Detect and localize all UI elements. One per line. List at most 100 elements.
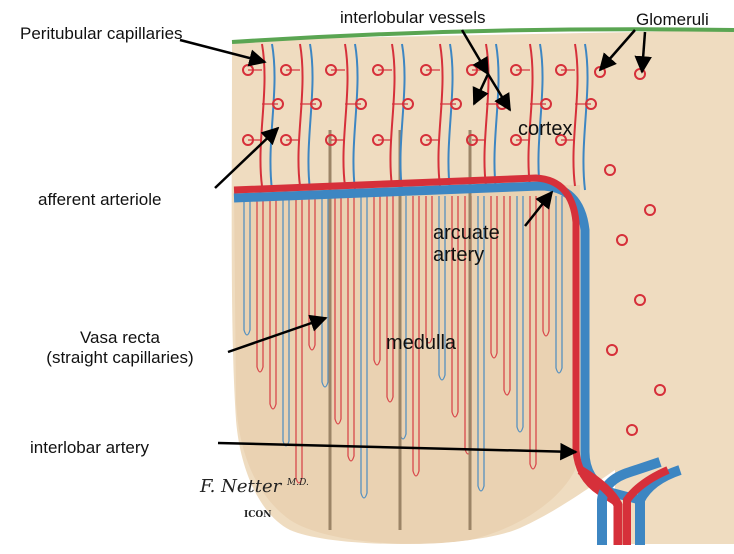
glomerulus (540, 98, 552, 110)
glomerulus (310, 98, 322, 110)
interlobular-artery (437, 43, 444, 187)
vasa-recta-loop (451, 196, 459, 418)
vasa-recta-loop (438, 196, 446, 381)
signature-name: F. Netter (200, 476, 282, 497)
vasa-recta-loop (308, 196, 316, 351)
label-glomeruli: Glomeruli (636, 10, 709, 29)
label-vasa-line2: (straight capillaries) (46, 348, 194, 367)
interlobular-vein (352, 43, 359, 191)
glomerulus (616, 234, 628, 246)
glomerulus (325, 64, 337, 76)
interlobular-vein (307, 43, 314, 191)
interlobular-artery (389, 43, 396, 187)
glomerulus (450, 98, 462, 110)
artist-signature: F. Netter M.D. (200, 476, 309, 497)
vasa-recta-loop (386, 196, 394, 403)
arrow-arcuate (524, 190, 554, 227)
vasa-recta-loop (490, 196, 498, 359)
interlobular-vein (269, 43, 276, 191)
glomerulus (280, 134, 292, 146)
label-afferent-arteriole: afferent arteriole (38, 190, 162, 209)
glomerulus (510, 64, 522, 76)
arrow-interlobar (217, 441, 578, 461)
interlobular-artery (297, 43, 304, 187)
glomerulus (372, 64, 384, 76)
interlobular-vein (447, 43, 454, 191)
arrow-peritubular (179, 38, 267, 67)
vasa-recta-loop (555, 196, 563, 374)
interlobular-artery (342, 43, 349, 187)
vasa-recta-loop (334, 196, 342, 425)
vasa-recta-loop (412, 196, 420, 477)
pointer-arrows (179, 29, 652, 461)
interlobar-artery (577, 466, 623, 545)
interlobular-vein (537, 43, 544, 191)
vasa-recta-loops (243, 130, 563, 530)
vasa-recta-loop (347, 196, 355, 462)
vasa-recta-loop (295, 196, 303, 484)
glomerulus (604, 164, 616, 176)
arrow-afferent (214, 126, 280, 189)
vasa-recta-loop (425, 196, 433, 344)
glomerulus (585, 98, 597, 110)
arrow-interlobular-c (486, 73, 512, 112)
vasa-recta-loop (516, 196, 524, 433)
glomerulus (372, 134, 384, 146)
glomerulus (555, 134, 567, 146)
glomerulus (555, 64, 567, 76)
interlobar-vein-branch (635, 465, 682, 545)
interlobar-vein (597, 457, 662, 545)
arrow-vasa (227, 314, 328, 354)
glomerulus (420, 134, 432, 146)
label-arcuate-artery: arcuate artery (433, 222, 500, 266)
capsule (231, 27, 734, 44)
vasa-recta-loop (243, 196, 251, 336)
glomerulus (510, 134, 522, 146)
vasa-recta-loop (542, 196, 550, 337)
glomerulus (626, 424, 638, 436)
interlobular-artery (572, 43, 579, 187)
vasa-recta-loop (282, 196, 290, 447)
interlobular-artery (527, 43, 534, 187)
label-cortex: cortex (518, 118, 573, 140)
arrow-interlobular-b (472, 73, 490, 106)
vasa-recta-loop (373, 196, 381, 366)
glomerulus (242, 134, 254, 146)
glomerulus (272, 98, 284, 110)
interlobar-artery-branch (623, 466, 670, 545)
glomerulus (325, 134, 337, 146)
label-interlobar-artery: interlobar artery (30, 438, 150, 457)
arrow-glomeruli-a (598, 29, 636, 72)
medulla-region (234, 185, 580, 544)
vasa-recta-loop (529, 196, 537, 470)
glomerulus (355, 98, 367, 110)
arrow-interlobular-a (460, 29, 490, 76)
label-vasa-recta: Vasa recta (straight capillaries) (22, 328, 218, 368)
interlobular-vein (399, 43, 406, 191)
label-medulla: medulla (386, 332, 457, 354)
label-vasa-line1: Vasa recta (79, 328, 160, 347)
vasa-recta-loop (477, 196, 485, 492)
glomerulus (606, 344, 618, 356)
glomerulus (634, 294, 646, 306)
glomerulus (654, 384, 666, 396)
glomerulus (280, 64, 292, 76)
signature-mark: ICON (244, 510, 272, 520)
signature-suffix: M.D. (287, 478, 309, 488)
label-interlobular-vessels: interlobular vessels (340, 8, 486, 27)
glomerulus (644, 204, 656, 216)
glomerulus (420, 64, 432, 76)
vasa-recta-loop (256, 196, 264, 373)
glomerulus (466, 134, 478, 146)
vasa-recta-loop (269, 196, 277, 410)
arcuate-artery (233, 174, 622, 508)
interlobular-vein (582, 43, 589, 191)
label-arcuate-line2: artery (433, 244, 485, 266)
arrow-glomeruli-b (634, 31, 652, 74)
label-peritubular-capillaries: Peritubular capillaries (20, 24, 183, 43)
label-arcuate-line1: arcuate (433, 222, 500, 244)
vasa-recta-loop (321, 196, 329, 388)
vasa-recta-loop (360, 196, 368, 499)
vasa-recta-loop (503, 196, 511, 396)
